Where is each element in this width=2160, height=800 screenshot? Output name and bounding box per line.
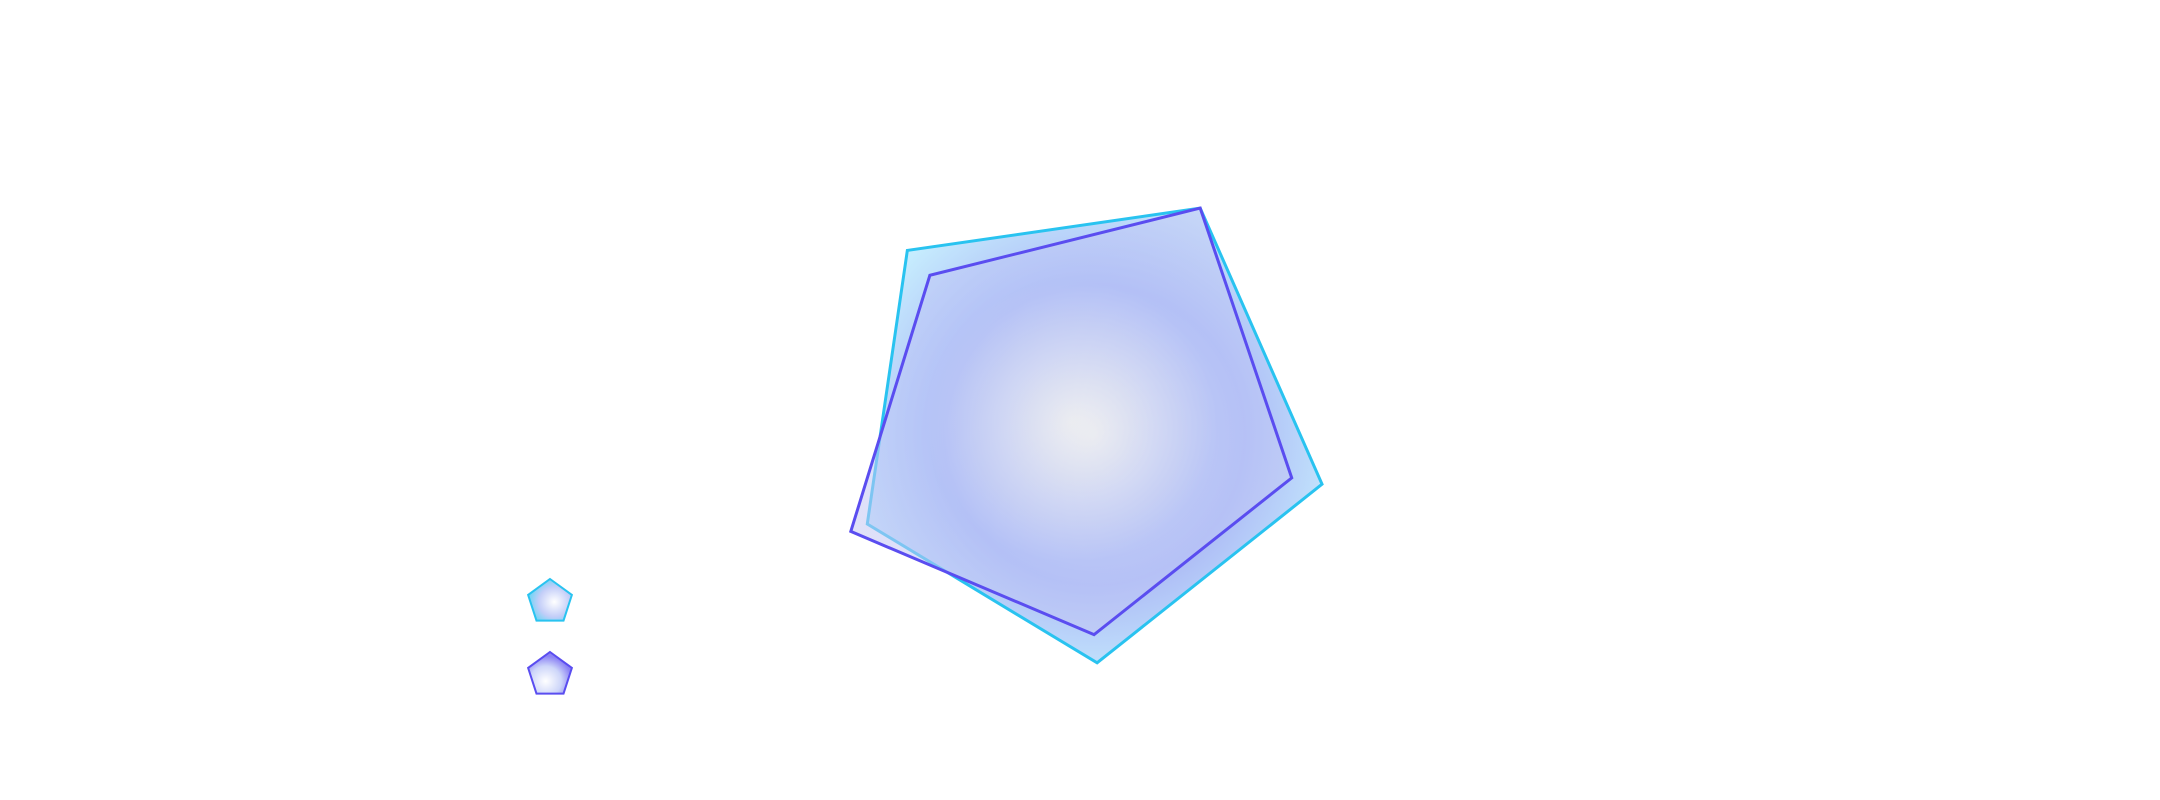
series-layer [848, 206, 1324, 665]
legend-swatch-series-2[interactable] [526, 650, 574, 695]
legend [526, 577, 574, 695]
radar-series-2-area[interactable] [848, 206, 1294, 637]
legend-swatch-series-1[interactable] [526, 577, 574, 622]
